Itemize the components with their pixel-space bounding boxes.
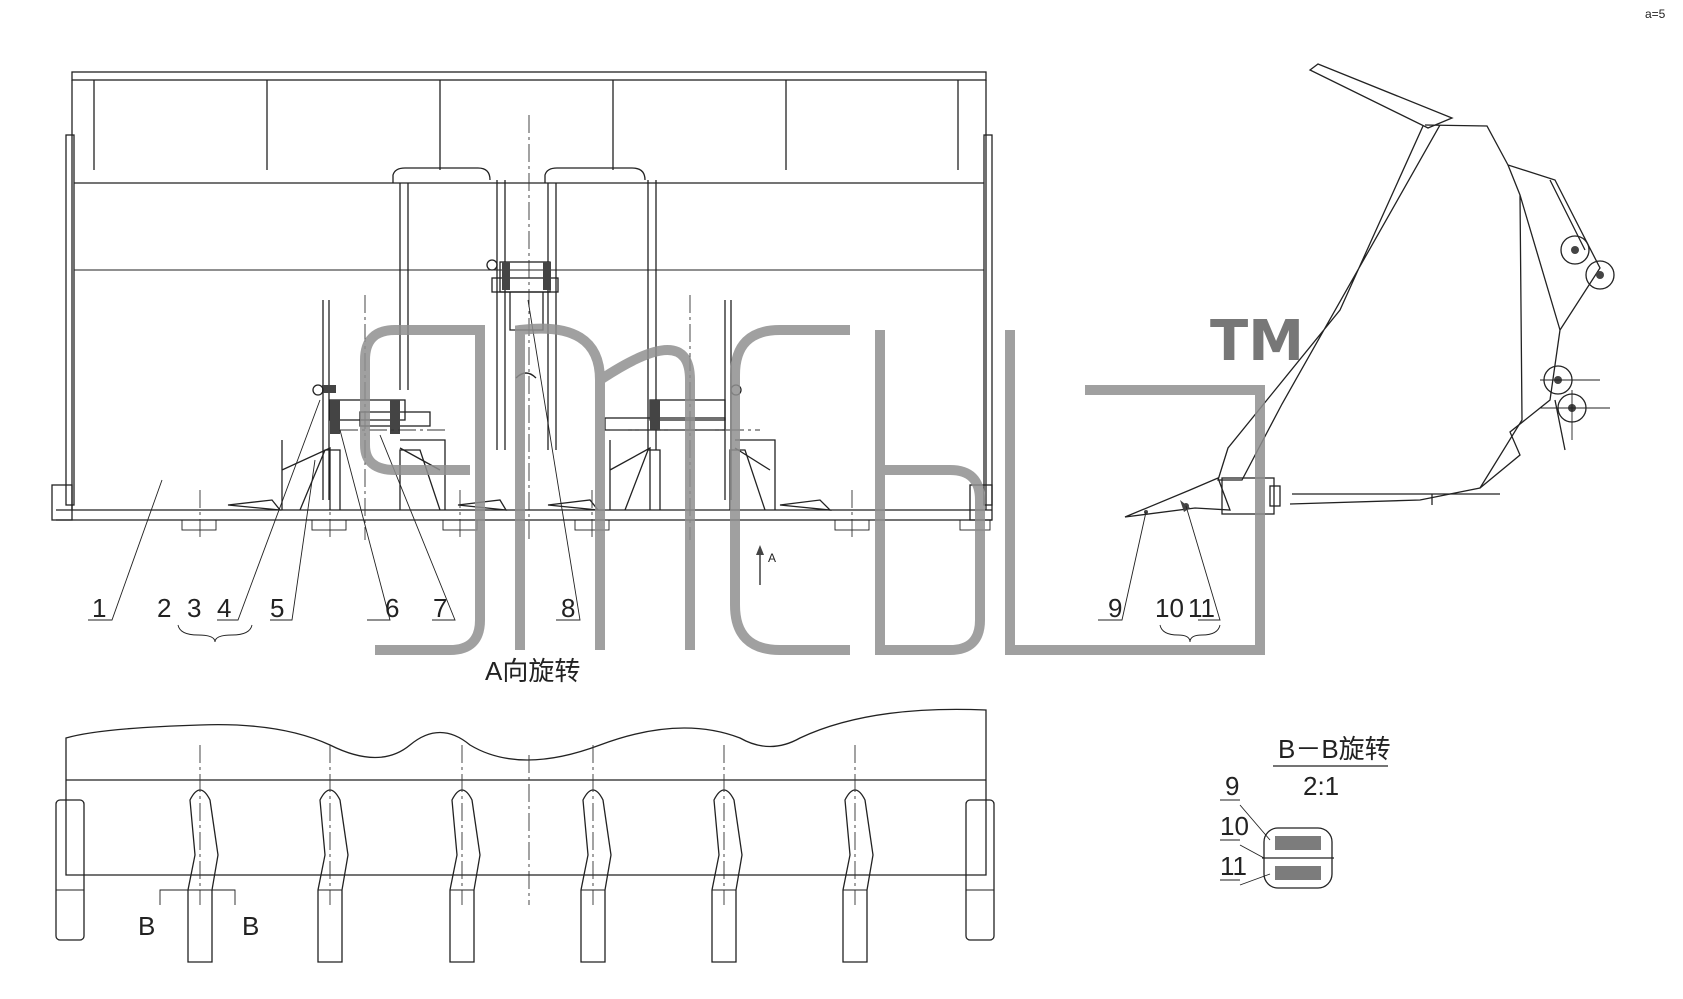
part-label-10: 10 — [1155, 593, 1184, 623]
teeth-row — [55, 789, 995, 963]
part-label-1: 1 — [92, 593, 106, 623]
section-bb-label-11: 11 — [1220, 851, 1247, 881]
section-mark-left: B — [138, 911, 155, 941]
view-arrow-a: A — [756, 545, 776, 585]
watermark-letter-c — [730, 325, 850, 655]
side-tooth — [1124, 477, 1231, 518]
part-label-3: 3 — [187, 593, 201, 623]
lifting-handles — [392, 167, 657, 450]
watermark: TM — [360, 309, 1304, 655]
top-guard-posts — [93, 80, 959, 170]
watermark-letter-m — [515, 323, 695, 650]
cutting-edge-top-view: B B — [55, 708, 995, 963]
section-bb-label-10: 10 — [1220, 811, 1249, 841]
section-bb-label-9: 9 — [1225, 771, 1239, 801]
part-label-2: 2 — [157, 593, 171, 623]
section-bb-detail: B－B旋转 2:1 9 10 11 — [1220, 734, 1391, 889]
part-label-5: 5 — [270, 593, 284, 623]
section-bb-scale: 2:1 — [1303, 771, 1339, 801]
view-a-caption: A向旋转 — [485, 656, 580, 686]
watermark-trademark: TM — [1210, 309, 1304, 374]
section-mark-right: B — [242, 911, 259, 941]
watermark-letter-b — [875, 330, 985, 655]
part-label-7: 7 — [433, 593, 447, 623]
watermark-letter-g — [360, 325, 485, 655]
bucket-side-view — [1124, 63, 1615, 518]
section-bb-cut: B B — [138, 889, 259, 941]
part-label-9: 9 — [1108, 593, 1122, 623]
section-bb-title: B－B旋转 — [1278, 734, 1391, 764]
part-label-8: 8 — [561, 593, 575, 623]
bucket-front-view: A — [51, 71, 993, 585]
part-label-6: 6 — [385, 593, 399, 623]
corner-mark: a=5 — [1645, 7, 1666, 21]
pin-bosses — [1540, 235, 1615, 440]
part-label-11: 11 — [1188, 593, 1215, 623]
view-arrow-label: A — [768, 551, 776, 565]
part-label-4: 4 — [217, 593, 231, 623]
part-leaders — [88, 299, 1221, 643]
